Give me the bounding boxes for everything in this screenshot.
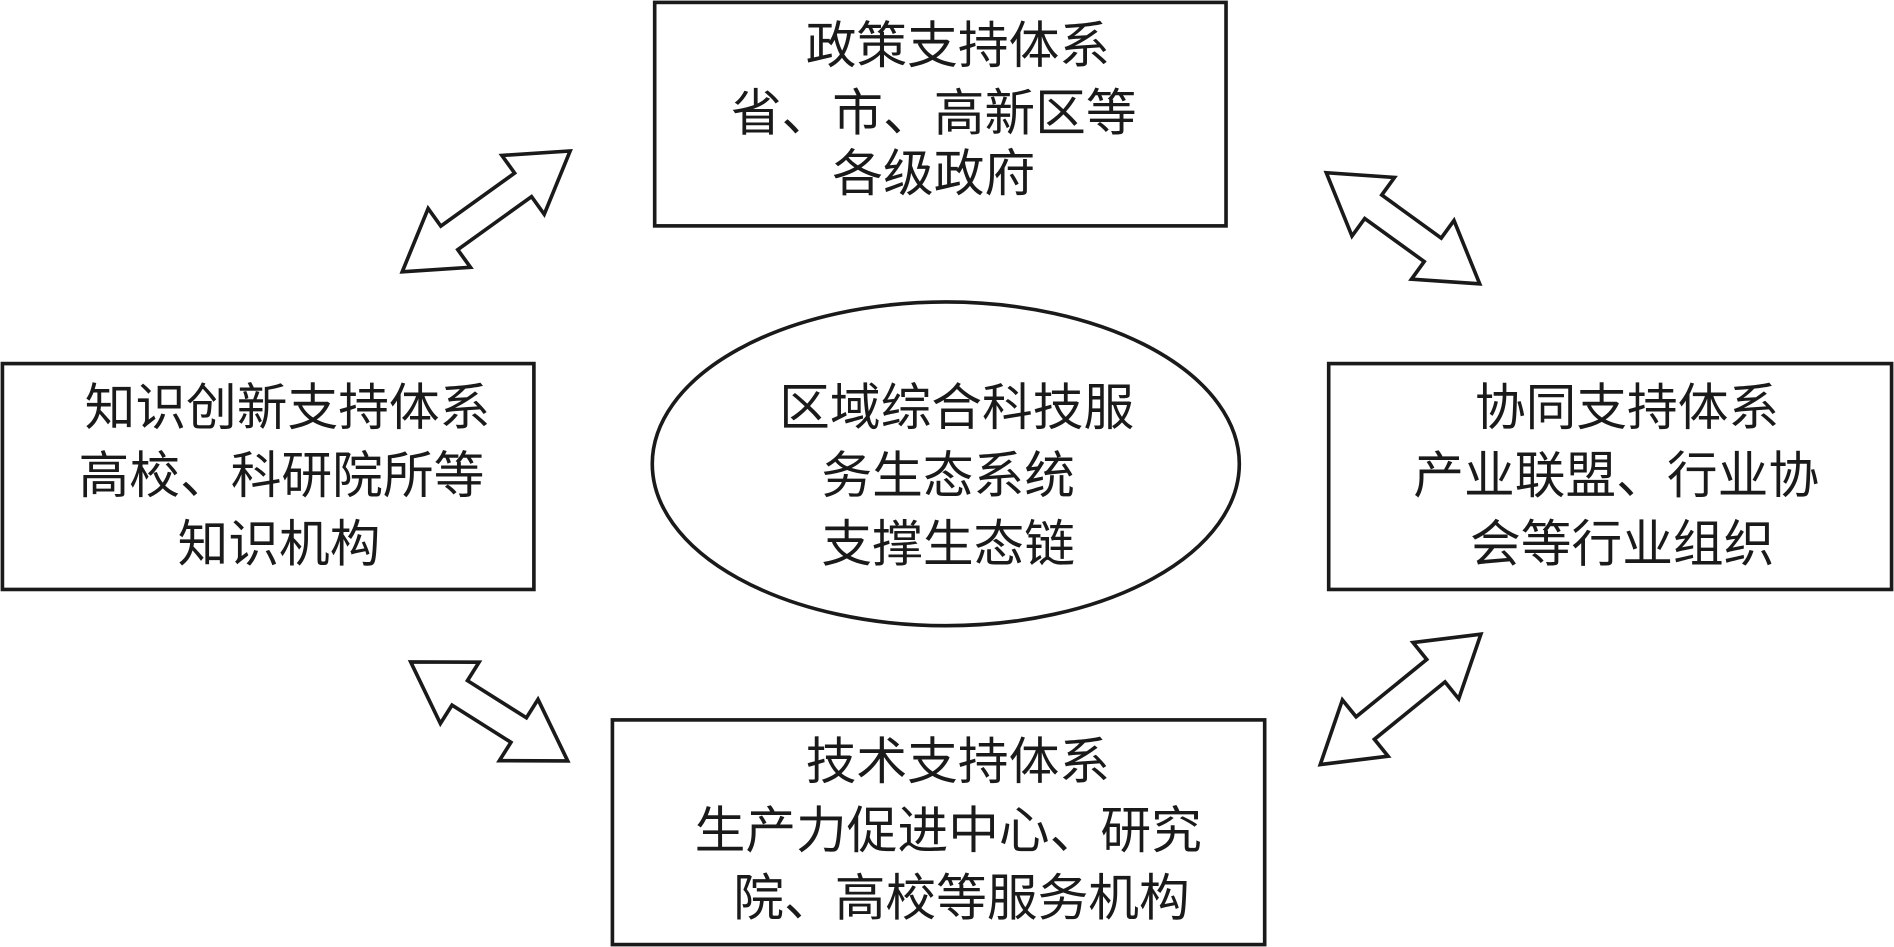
knowledge-support-box: 知识创新支持体系 高校、科研院所等 知识机构 [0,361,536,592]
center-line-2: 务生态系统 [821,446,1075,505]
center-line-1: 区域综合科技服 [779,378,1134,437]
knowledge-line-3: 知识机构 [178,515,381,574]
center-line-3: 支撑生态链 [821,515,1075,574]
double-arrow-icon-top-right [1323,170,1483,286]
technology-title: 技术支持体系 [806,732,1110,791]
policy-title: 政策支持体系 [806,16,1110,75]
knowledge-title: 知识创新支持体系 [85,378,491,437]
center-ecosystem-ellipse: 区域综合科技服 务生态系统 支撑生态链 [650,300,1242,628]
technology-line-3: 院、高校等服务机构 [733,869,1189,928]
knowledge-line-2: 高校、科研院所等 [79,446,485,505]
double-arrow-icon-bottom-left [407,660,571,763]
policy-line-2: 省、市、高新区等 [731,83,1137,142]
policy-support-box: 政策支持体系 省、市、高新区等 各级政府 [652,0,1228,228]
double-arrow-icon-bottom-right [1317,631,1484,767]
collaboration-line-3: 会等行业组织 [1470,515,1774,574]
technology-line-2: 生产力促进中心、研究 [695,801,1202,860]
collaboration-title: 协同支持体系 [1475,378,1779,437]
technology-support-box: 技术支持体系 生产力促进中心、研究 院、高校等服务机构 [610,718,1267,947]
collaboration-line-2: 产业联盟、行业协 [1413,446,1819,505]
double-arrow-icon-top-left [399,148,573,274]
collaboration-support-box: 协同支持体系 产业联盟、行业协 会等行业组织 [1326,361,1894,592]
policy-line-3: 各级政府 [832,144,1035,203]
